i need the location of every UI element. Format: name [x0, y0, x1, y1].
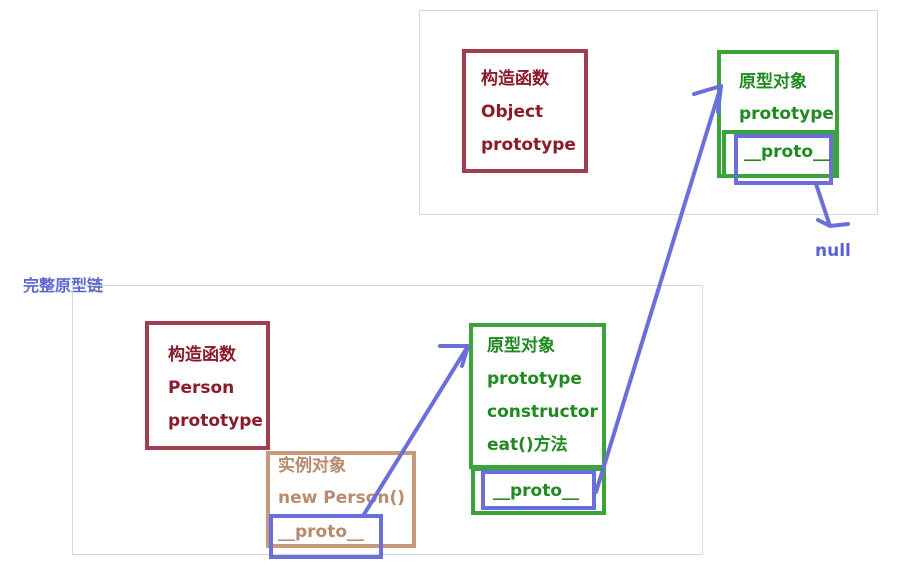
object-constructor-label: 构造函数: [481, 69, 549, 89]
person-constructor-label: 构造函数: [168, 345, 236, 365]
object-prototype-prototype: prototype: [739, 104, 834, 124]
person-prototype-label: 原型对象: [487, 336, 555, 356]
person-prototype-method: eat()方法: [487, 435, 568, 455]
person-panel: [72, 285, 703, 555]
instance-proto-label: __proto__: [278, 522, 365, 542]
arrowhead-person-prototype: [438, 344, 470, 368]
arrowhead-object-prototype: [692, 84, 723, 114]
arrow-object-proto-to-null: [814, 182, 832, 228]
arrowhead-null: [816, 218, 850, 228]
arrow-instance-to-person-prototype: [361, 344, 470, 518]
object-panel: [419, 10, 878, 215]
object-proto-label: __proto__: [744, 142, 831, 162]
instance-proto-box: [269, 514, 383, 559]
person-constructor-box: [145, 321, 270, 450]
object-constructor-name: Object: [481, 102, 544, 122]
person-constructor-prototype: prototype: [168, 411, 263, 431]
person-constructor-name: Person: [168, 378, 235, 398]
object-proto-box: [734, 134, 833, 185]
person-proto-box: [481, 470, 596, 510]
object-constructor-box: [462, 49, 588, 173]
instance-label: 实例对象: [278, 456, 346, 476]
object-constructor-prototype: prototype: [481, 135, 576, 155]
instance-box: [266, 451, 416, 548]
person-prototype-prototype: prototype: [487, 369, 582, 389]
person-prototype-constructor: constructor: [487, 402, 598, 422]
diagram-title: 完整原型链: [23, 276, 104, 295]
arrow-person-proto-to-object-prototype: [594, 84, 723, 494]
object-prototype-label: 原型对象: [739, 72, 807, 92]
person-proto-outer-green: [471, 467, 606, 515]
null-label: null: [815, 241, 851, 261]
person-proto-label: __proto__: [493, 481, 580, 501]
object-proto-inner-green: [722, 130, 836, 178]
